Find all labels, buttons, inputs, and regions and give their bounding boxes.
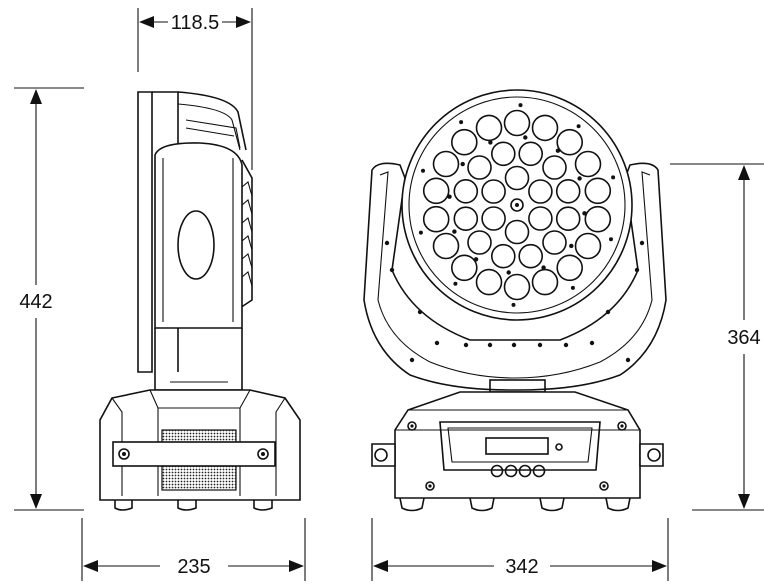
lens-screw <box>569 243 574 249</box>
status-indicator <box>555 443 563 451</box>
lens <box>432 150 460 178</box>
front-lens-head <box>401 89 633 321</box>
dim-label-depth: 118.5 <box>171 12 220 34</box>
lens <box>574 232 602 260</box>
lens <box>556 254 584 282</box>
lens <box>453 179 479 204</box>
lens <box>528 206 553 231</box>
side-handle <box>112 441 276 467</box>
lens <box>490 243 516 269</box>
lens <box>467 155 492 180</box>
lens <box>490 141 516 167</box>
side-arm <box>154 142 243 329</box>
front-yoke-screws <box>384 240 645 363</box>
control-panel <box>439 421 601 471</box>
front-view <box>363 89 667 512</box>
lens <box>453 206 479 231</box>
lens-screw <box>460 161 465 167</box>
lens <box>503 273 531 301</box>
rim-screw <box>576 124 581 129</box>
lens <box>481 206 506 231</box>
side-arm-knob <box>177 210 215 280</box>
control-button <box>490 464 504 478</box>
lens <box>475 114 503 142</box>
rim-screw <box>609 237 613 242</box>
lens <box>542 155 567 180</box>
lens <box>432 232 460 260</box>
side-view <box>99 91 301 511</box>
lens-screw <box>523 135 528 140</box>
side-base <box>99 389 301 511</box>
lens <box>467 230 492 255</box>
front-yoke <box>363 162 667 391</box>
lens-screw <box>506 270 511 275</box>
control-button <box>518 464 532 478</box>
control-buttons <box>490 464 546 478</box>
lens <box>556 128 584 156</box>
lens <box>450 254 478 282</box>
lens <box>475 268 503 296</box>
lens-screw <box>452 229 457 234</box>
lens-array <box>418 103 616 307</box>
rim-screw <box>453 281 458 286</box>
control-button <box>504 464 518 478</box>
lens <box>531 268 559 296</box>
lens-screw <box>555 148 561 153</box>
lens <box>422 177 450 205</box>
side-neck <box>154 328 243 391</box>
lens-screw <box>582 211 587 216</box>
lens-screw <box>541 265 546 270</box>
control-button <box>532 464 546 478</box>
lens <box>528 179 553 204</box>
lens-screw <box>447 194 452 199</box>
lens <box>422 205 450 233</box>
lens <box>574 150 602 178</box>
dimension-yoke-height: 364 <box>670 163 764 511</box>
lens <box>584 205 612 233</box>
lens <box>504 219 530 245</box>
lens <box>450 128 478 156</box>
lens <box>503 109 531 137</box>
dim-label-yoke-height: 364 <box>727 327 760 349</box>
lens <box>504 165 530 191</box>
lens <box>542 230 567 255</box>
rim-screw <box>418 230 423 235</box>
side-handle-screw-left <box>118 448 130 460</box>
lens-screw <box>577 176 582 181</box>
display-screen <box>485 437 549 455</box>
rim-screw <box>459 120 464 125</box>
rim-screw <box>570 285 575 290</box>
rim-screw <box>511 302 516 307</box>
side-handle-screw-right <box>257 448 269 460</box>
lens-screw <box>488 140 493 145</box>
dim-label-side-width: 235 <box>177 556 210 578</box>
lens <box>518 141 544 167</box>
lens <box>481 179 506 204</box>
dim-label-height: 442 <box>19 291 52 313</box>
dim-label-front-width: 342 <box>505 556 538 578</box>
lens-screw <box>473 257 479 262</box>
rim-screw <box>518 103 523 108</box>
rim-screw <box>611 175 616 180</box>
lens <box>555 179 581 204</box>
center-sensor <box>510 198 524 212</box>
dimension-front-width: 342 <box>371 518 669 581</box>
rim-screw <box>421 168 425 173</box>
dimension-side-depth: 118.5 <box>137 8 253 170</box>
dimension-total-height: 442 <box>14 87 84 511</box>
lens <box>555 206 581 231</box>
lens <box>531 114 559 142</box>
lens <box>584 177 612 205</box>
front-base <box>371 391 664 512</box>
dimension-side-width: 235 <box>81 518 306 581</box>
lens <box>518 243 544 269</box>
